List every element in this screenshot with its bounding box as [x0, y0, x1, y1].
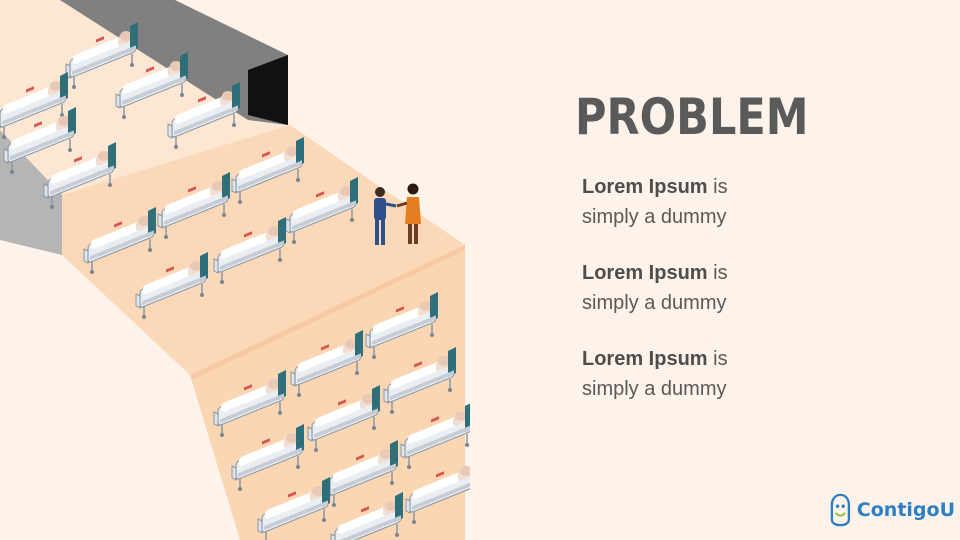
smiley-tag-icon: [830, 493, 851, 527]
doctor-figure: [374, 187, 397, 245]
hospital-ward-illustration: [0, 0, 470, 540]
point-rest: is: [707, 348, 728, 370]
point-item: Lorem Ipsum is simply a dummy: [582, 344, 922, 404]
point-rest: is: [707, 176, 728, 198]
point-bold: Lorem Ipsum: [582, 176, 708, 198]
logo-text: ContigoU: [856, 499, 955, 521]
point-line2: simply a dummy: [582, 378, 727, 400]
point-bold: Lorem Ipsum: [582, 348, 708, 370]
bullet-points: Lorem Ipsum is simply a dummy Lorem Ipsu…: [582, 172, 922, 430]
point-rest: is: [707, 262, 728, 284]
point-line2: simply a dummy: [582, 206, 727, 228]
slide-title: PROBLEM: [575, 88, 809, 146]
nurse-figure: [396, 183, 421, 244]
point-item: Lorem Ipsum is simply a dummy: [582, 258, 922, 318]
contigou-logo: ContigoU: [830, 488, 955, 532]
point-line2: simply a dummy: [582, 292, 727, 314]
point-bold: Lorem Ipsum: [582, 262, 708, 284]
point-item: Lorem Ipsum is simply a dummy: [582, 172, 922, 232]
